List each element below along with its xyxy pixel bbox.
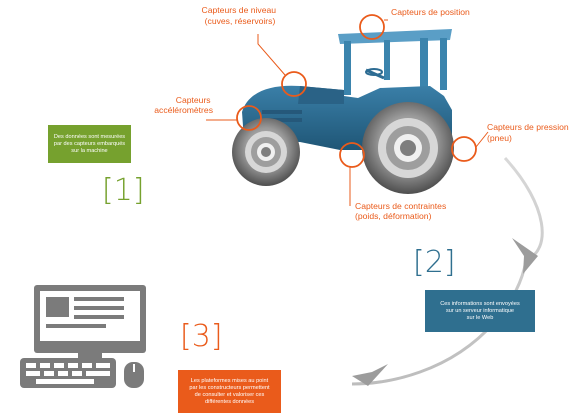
step-number-2: [2]: [413, 245, 456, 280]
step-number-3: [3]: [180, 319, 223, 354]
step-2-description: Ces informations sont envoyées sur un se…: [440, 300, 520, 321]
sensor-marker-accelerometres: [236, 105, 262, 131]
computer-icon: [20, 285, 146, 388]
step-3-description-box: Les plateformes mises au point par les c…: [178, 370, 281, 413]
step-number-1: [1]: [102, 173, 145, 208]
sensor-label-accelerometres: Capteurs accéléromètres: [154, 95, 213, 115]
sensor-label-pression: Capteurs de pression (pneu): [487, 122, 571, 143]
sensor-marker-niveau: [281, 71, 307, 97]
step-1-description: Des données sont mesurées par des capteu…: [53, 133, 126, 154]
sensor-label-contraintes: Capteurs de contraintes (poids, déformat…: [355, 201, 449, 221]
leader-line-niveau: [257, 34, 286, 76]
sensor-marker-pression: [451, 136, 477, 162]
step-1-description-box: Des données sont mesurées par des capteu…: [48, 125, 131, 163]
arrow-icon: [352, 364, 388, 386]
step-2-description-box: Ces informations sont envoyées sur un se…: [425, 290, 535, 332]
leader-line-pression: [475, 131, 489, 148]
step-3-description: Les plateformes mises au point par les c…: [189, 377, 270, 405]
sensor-label-position: Capteurs de position: [391, 7, 470, 17]
sensor-marker-position: [359, 14, 385, 40]
arrow-icon: [512, 238, 538, 274]
sensor-label-niveau: Capteurs de niveau (cuves, réservoirs): [202, 5, 279, 26]
sensor-marker-contraintes: [339, 142, 365, 168]
tractor-icon: [232, 29, 454, 194]
